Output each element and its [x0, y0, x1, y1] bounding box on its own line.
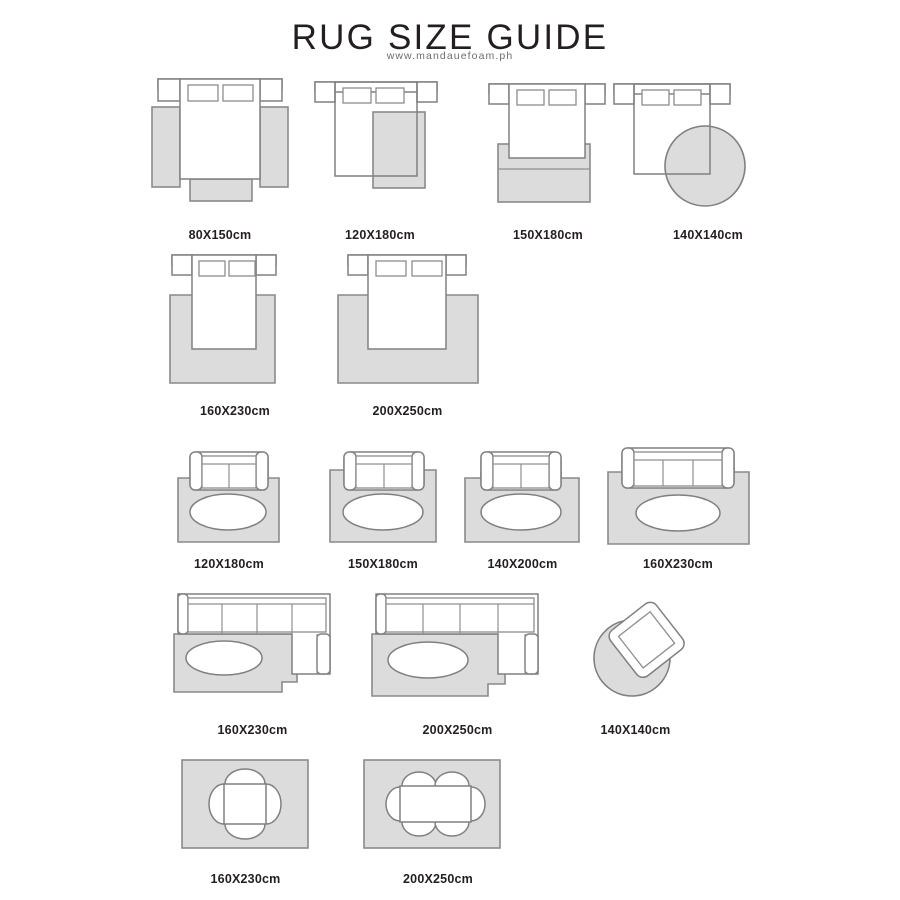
caption-sofa-two-seat-rug-wide: 140X200cm	[487, 557, 558, 571]
figure-sofa-two-seat-rug-wide	[463, 450, 581, 545]
caption-sofa-three-seat-rug-large: 160X230cm	[643, 557, 713, 571]
figure-bed-side-rug-right	[313, 80, 448, 195]
caption-bed-under-rug-large: 200X250cm	[372, 404, 443, 418]
caption-sofa-two-seat-rug-medium: 150X180cm	[348, 557, 418, 571]
figure-bed-foot-rug	[487, 82, 607, 207]
figure-dining-square-table-four-chairs	[180, 758, 310, 850]
caption-bed-round-rug-corner: 140X140cm	[673, 228, 743, 242]
caption-armchair-round-rug: 140X140cm	[600, 723, 671, 737]
figure-sofa-three-seat-rug-large	[606, 446, 751, 546]
caption-dining-square-table-four-chairs: 160X230cm	[210, 872, 281, 886]
figure-bed-under-rug-medium	[150, 253, 300, 388]
figure-bed-under-rug-large	[330, 253, 490, 388]
caption-bed-two-runners-one-foot: 80X150cm	[188, 228, 252, 242]
caption-dining-rect-table-six-chairs: 200X250cm	[403, 872, 473, 886]
figure-sectional-l-shape-rug-medium	[172, 592, 337, 707]
figure-bed-round-rug-corner	[612, 82, 757, 207]
caption-sectional-l-shape-rug-large: 200X250cm	[422, 723, 493, 737]
page-title: RUG SIZE GUIDE	[291, 18, 609, 57]
figure-dining-rect-table-six-chairs	[362, 758, 502, 850]
caption-bed-foot-rug: 150X180cm	[513, 228, 583, 242]
caption-sofa-two-seat-rug-small: 120X180cm	[194, 557, 264, 571]
figure-armchair-round-rug	[588, 600, 708, 710]
caption-bed-under-rug-medium: 160X230cm	[200, 404, 270, 418]
figure-sofa-two-seat-rug-medium	[328, 450, 438, 545]
figure-sectional-l-shape-rug-large	[370, 592, 545, 710]
website-url: www.mandauefoam.ph	[386, 50, 514, 62]
figure-bed-two-runners-one-foot	[150, 75, 290, 202]
caption-bed-side-rug-right: 120X180cm	[345, 228, 415, 242]
figure-sofa-two-seat-rug-small	[176, 450, 281, 545]
caption-sectional-l-shape-rug-medium: 160X230cm	[217, 723, 288, 737]
